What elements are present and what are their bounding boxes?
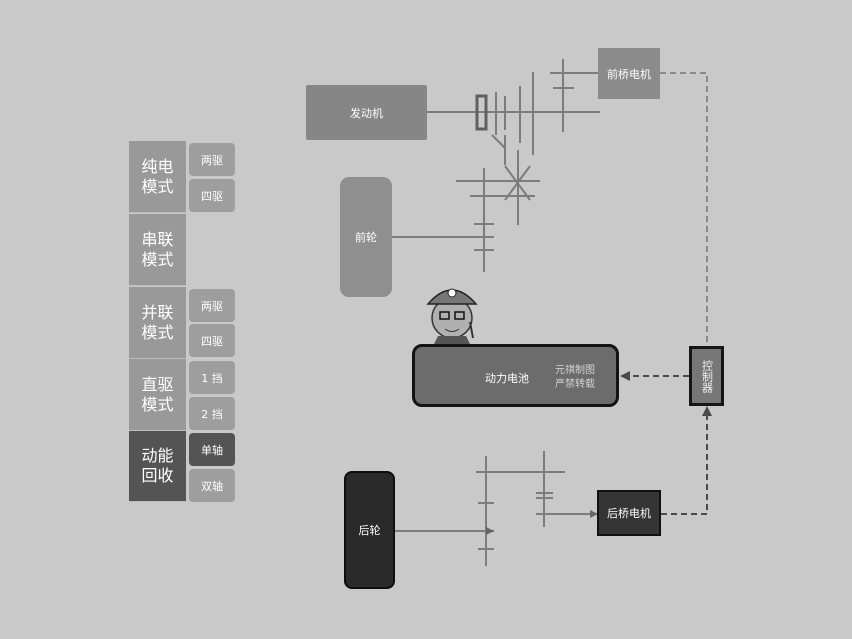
rear-motor-box: 后桥电机 — [597, 490, 661, 536]
battery-in-arrow — [620, 371, 630, 381]
sub-regen-dual[interactable]: 双轴 — [189, 469, 235, 502]
mode-direct[interactable]: 直驱模式 — [129, 359, 186, 431]
sub-direct-gear1[interactable]: 1 挡 — [189, 361, 235, 394]
front-gear-train — [392, 59, 600, 272]
sub-parallel-2wd[interactable]: 两驱 — [189, 289, 235, 322]
watermark-line-1: 元祺制图 — [555, 365, 595, 376]
rear-axle-arrow — [486, 527, 494, 535]
sub-regen-single[interactable]: 单轴 — [189, 433, 235, 466]
mode-regen[interactable]: 动能回收 — [129, 431, 186, 502]
sub-ev-4wd[interactable]: 四驱 — [189, 179, 235, 212]
engine-box: 发动机 — [306, 85, 427, 140]
front-wheel-label: 前轮 — [355, 231, 377, 244]
rear-gear-train — [395, 451, 598, 566]
rear-motor-label: 后桥电机 — [607, 507, 651, 520]
front-wheel-box: 前轮 — [340, 177, 392, 297]
mode-parallel-label: 并联模式 — [141, 302, 174, 342]
front-motor-label: 前桥电机 — [607, 67, 651, 81]
rear-wheel-box: 后轮 — [344, 471, 395, 589]
sub-parallel-4wd[interactable]: 四驱 — [189, 324, 235, 357]
battery-label: 动力电池 — [485, 372, 529, 385]
mode-direct-label: 直驱模式 — [141, 374, 174, 414]
controller-in-arrow — [702, 406, 712, 416]
watermark: 元祺制图 严禁转载 — [555, 364, 595, 392]
front-motor-link — [660, 72, 708, 346]
mode-ev[interactable]: 纯电模式 — [129, 141, 186, 213]
front-motor-box: 前桥电机 — [598, 48, 660, 99]
engine-label: 发动机 — [350, 106, 383, 120]
mode-series-label: 串联模式 — [141, 229, 174, 269]
rear-wheel-label: 后轮 — [358, 524, 381, 537]
battery-box: 动力电池 元祺制图 严禁转载 — [412, 344, 619, 407]
energy-flow — [626, 375, 708, 515]
sub-ev-2wd[interactable]: 两驱 — [189, 143, 235, 176]
mode-series[interactable]: 串联模式 — [129, 214, 186, 286]
mode-parallel[interactable]: 并联模式 — [129, 287, 186, 359]
watermark-line-2: 严禁转载 — [555, 379, 595, 390]
mode-regen-label: 动能回收 — [141, 446, 174, 485]
controller-box: 控制器 — [689, 346, 724, 406]
controller-label: 控制器 — [700, 359, 714, 393]
sub-direct-gear2[interactable]: 2 挡 — [189, 397, 235, 430]
mode-ev-label: 纯电模式 — [141, 156, 174, 196]
rear-motor-arrow — [590, 510, 598, 518]
mascot-icon — [426, 288, 478, 344]
